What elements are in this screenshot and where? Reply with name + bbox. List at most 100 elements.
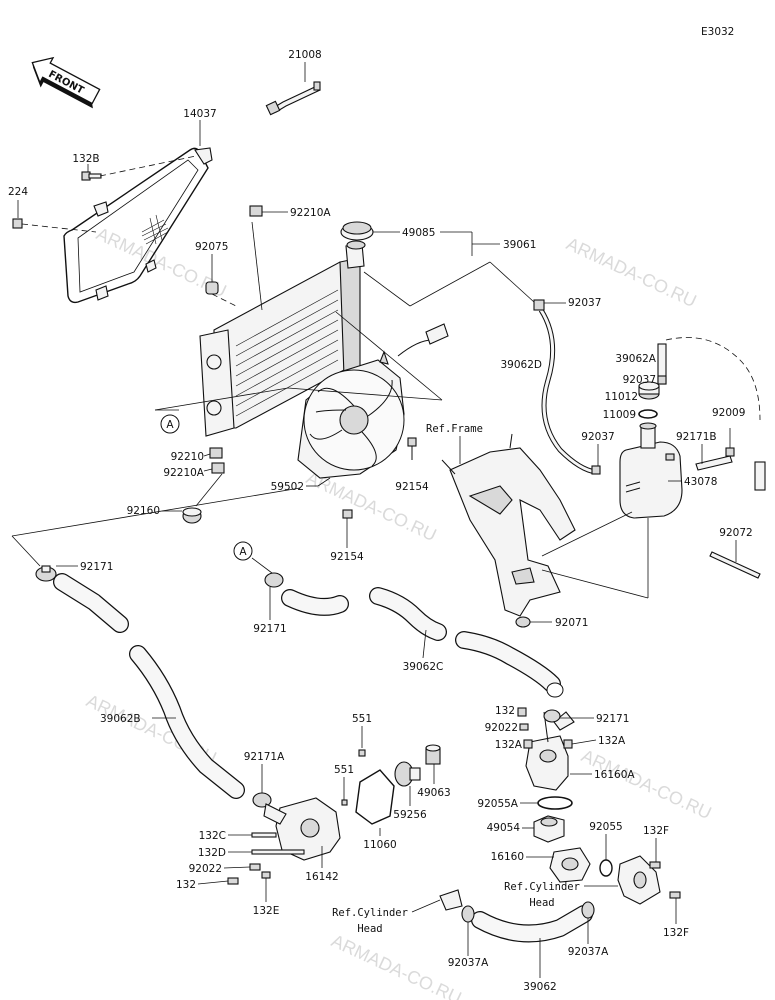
thermostat-case-16160 [549, 847, 591, 883]
label-132D: 132D [198, 847, 226, 859]
label-92022-b: 92022 [189, 863, 222, 875]
label-92171B: 92171B [676, 431, 717, 443]
hose-clamp-92171-right [543, 709, 561, 723]
ref-cylinder-head-right-2: Head [529, 897, 554, 909]
callout-a-upper-label: A [166, 419, 174, 431]
label-39062: 39062 [523, 981, 556, 993]
radiator-screen-14037 [17, 147, 213, 304]
watermark-5: ARMADA-CO.RU [578, 745, 714, 823]
label-92009: 92009 [712, 407, 745, 419]
sensor-21008 [265, 62, 321, 116]
label-92055A: 92055A [477, 798, 518, 810]
label-132F-b: 132F [663, 927, 689, 939]
label-132C: 132C [199, 830, 226, 842]
clip-92210A-top [249, 205, 263, 217]
breather-tube-39062A [657, 337, 766, 491]
page-code: E3032 [701, 26, 734, 38]
label-92171A: 92171A [244, 751, 285, 763]
label-132A-b: 132A [598, 735, 626, 747]
o-ring-92055 [599, 834, 613, 877]
label-39062B: 39062B [100, 713, 141, 725]
label-92075: 92075 [195, 241, 228, 253]
label-49063: 49063 [417, 787, 450, 799]
label-92171-a: 92171 [80, 561, 113, 573]
clip-92210 [209, 447, 223, 459]
label-39062A: 39062A [615, 353, 656, 365]
hose-clamp-92171-left [35, 565, 57, 582]
label-92037A-b: 92037A [568, 946, 609, 958]
label-49085: 49085 [402, 227, 435, 239]
thermostat-housing-16160A [525, 711, 592, 791]
label-551-b: 551 [334, 764, 354, 776]
label-92210A-top: 92210A [290, 207, 331, 219]
overflow-hose-39062D [533, 299, 597, 475]
label-132A-a: 132A [495, 739, 523, 751]
label-14037: 14037 [183, 108, 216, 120]
grommet-92071 [515, 616, 531, 628]
clip-92210A-lower [211, 462, 225, 474]
grommet-92075 [205, 281, 219, 295]
o-ring-92055A [537, 796, 573, 810]
hose-clamp-92037A-right [581, 901, 595, 944]
bolt-132-pump [227, 877, 239, 885]
label-92037-b: 92037 [623, 374, 656, 386]
label-92160: 92160 [127, 505, 160, 517]
hose-39062C [281, 587, 564, 698]
label-39062C: 39062C [403, 661, 444, 673]
bolt-132-thermo [517, 707, 527, 717]
label-92072: 92072 [719, 527, 752, 539]
grommet-92160 [182, 507, 202, 524]
label-59256: 59256 [393, 809, 427, 821]
label-92037-c: 92037 [581, 431, 614, 443]
reservoir-cap-11012 [638, 381, 660, 400]
ref-frame-label: Ref.Frame [426, 423, 483, 435]
radiator-leaders [11, 311, 443, 567]
label-92037A-a: 92037A [448, 957, 489, 969]
label-92171-c: 92171 [596, 713, 629, 725]
strap-92171B [695, 455, 733, 471]
ref-cylinder-head-right-1: Ref.Cylinder [504, 881, 580, 893]
callout-a-lower: A [233, 541, 277, 577]
front-direction-arrow: FRONT [31, 56, 101, 109]
watermark-6: ARMADA-CO.RU [328, 930, 464, 1000]
bolt-132D [251, 849, 305, 855]
bolt-132B [81, 171, 102, 181]
label-92037-a: 92037 [568, 297, 601, 309]
clip-92037-lower [591, 465, 601, 475]
bolt-132E [261, 871, 271, 902]
callout-a-upper: A [155, 409, 180, 434]
hose-39062 [439, 889, 593, 943]
hose-clamp-92037A-left [461, 905, 475, 956]
screw-92154-a [407, 437, 417, 460]
label-11009: 11009 [603, 409, 636, 421]
label-92022-a: 92022 [485, 722, 518, 734]
washer-92022-pump [249, 863, 261, 871]
bolt-132A-right [563, 739, 573, 749]
bolt-92009 [725, 447, 735, 457]
band-92072 [709, 551, 761, 579]
part-labels: 21008 14037 132B 224 92210A 49085 39061 … [8, 49, 753, 993]
ref-cylinder-head-left-1: Ref.Cylinder [332, 907, 408, 919]
label-49054: 49054 [487, 822, 521, 834]
label-39061: 39061 [503, 239, 536, 251]
bolt-132A-left [523, 739, 533, 749]
hose-clamp-92171-mid [264, 572, 284, 588]
label-16160A: 16160A [594, 769, 635, 781]
label-11012: 11012 [605, 391, 638, 403]
label-92071: 92071 [555, 617, 588, 629]
label-16160: 16160 [491, 851, 524, 863]
hose-39062B [53, 573, 245, 799]
label-39062D: 39062D [501, 359, 543, 371]
label-132-a: 132 [495, 705, 515, 717]
frame-bracket [441, 433, 576, 617]
clip-92037-reservoir [657, 375, 667, 385]
label-11060: 11060 [363, 839, 396, 851]
label-16142: 16142 [305, 871, 338, 883]
bolt-132C [251, 832, 277, 838]
water-pump-cover-16142 [263, 797, 341, 868]
label-92154-a: 92154 [395, 481, 429, 493]
impeller-59256 [394, 761, 421, 787]
label-92171-b: 92171 [253, 623, 286, 635]
watermark-3: ARMADA-CO.RU [303, 467, 439, 545]
